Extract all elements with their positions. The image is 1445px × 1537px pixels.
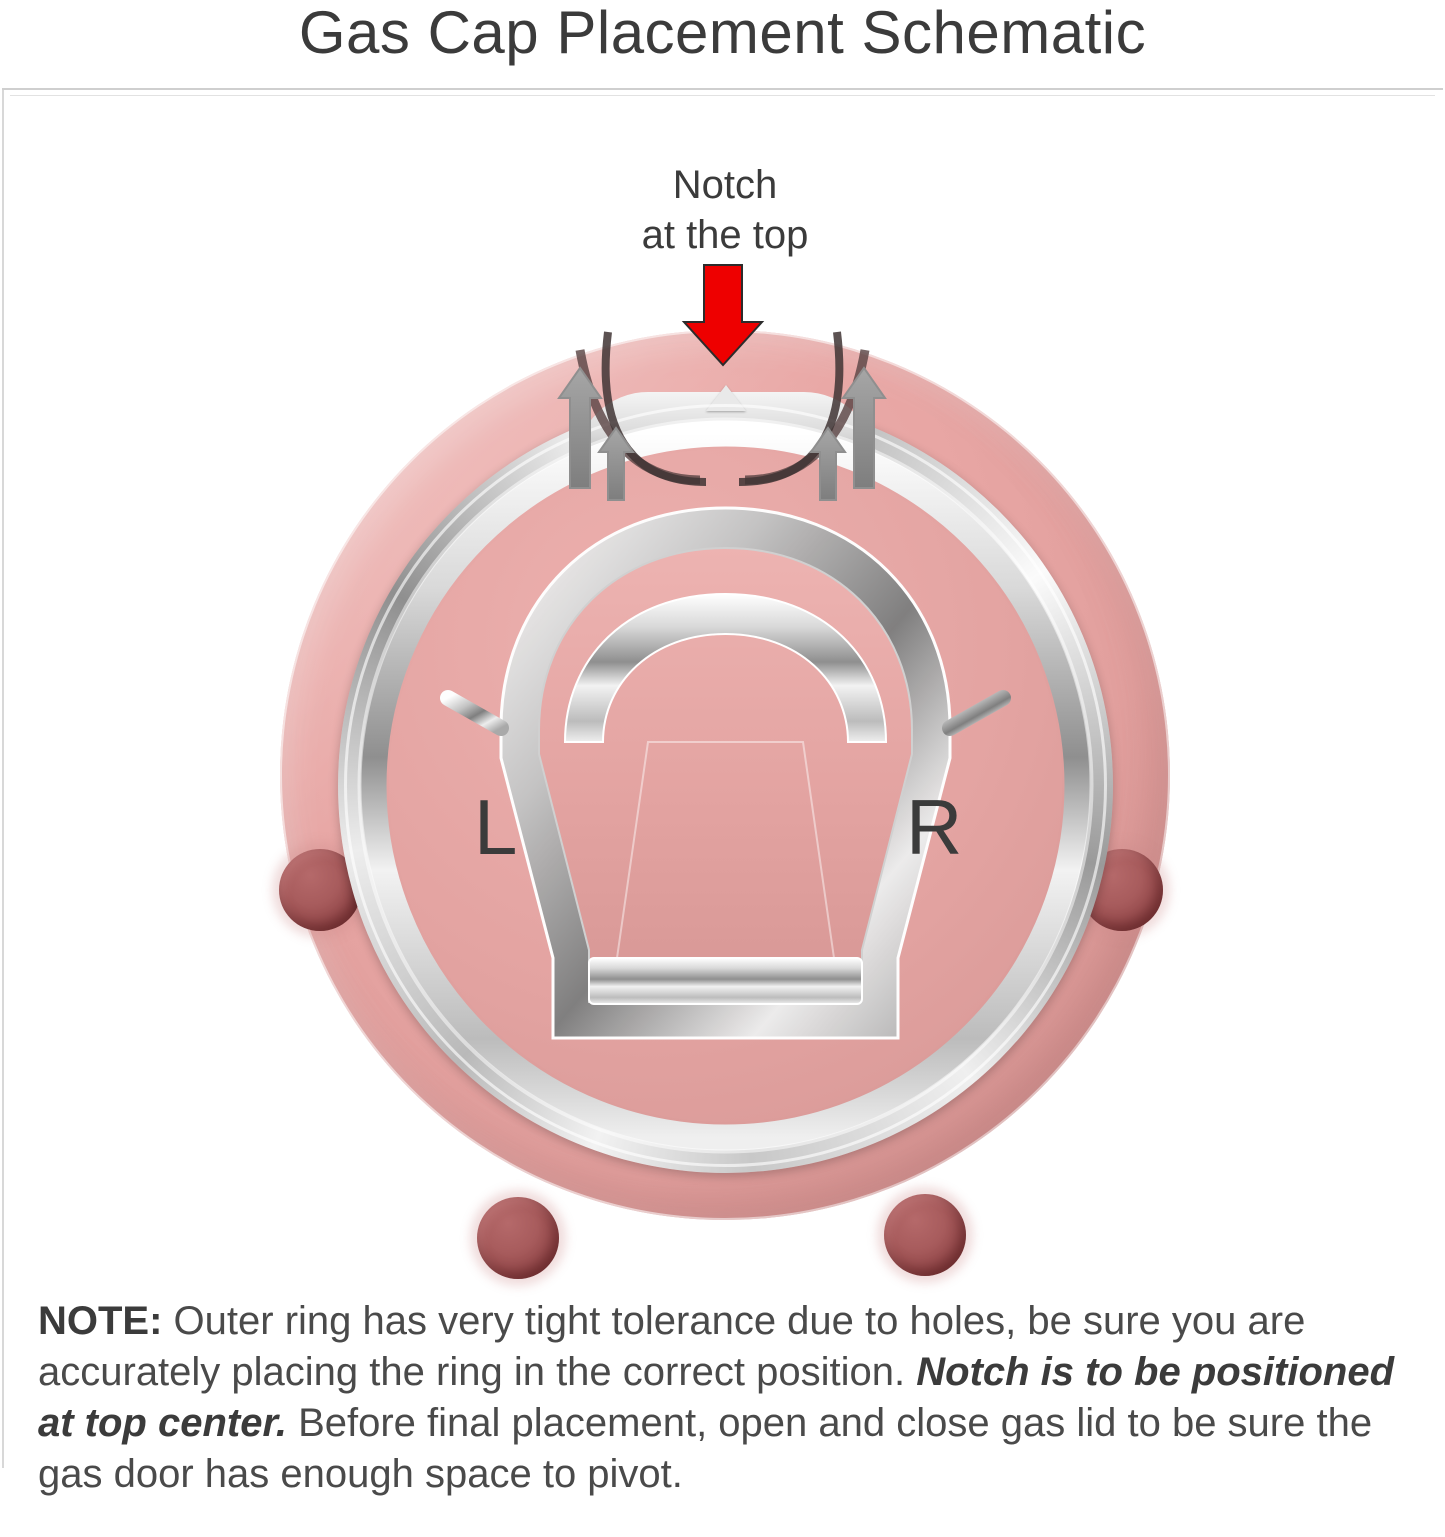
notch-callout-line1: Notch	[672, 163, 778, 207]
keyhole-spoke-right	[942, 690, 1011, 736]
figure-stage: Notch at the top	[0, 100, 1445, 1280]
frame-top-border-inner	[10, 95, 1435, 96]
arrow-up-outer-left	[557, 366, 603, 489]
frame-top-border	[2, 88, 1443, 90]
field-label-left: L	[474, 783, 518, 871]
notch-callout: Notch at the top	[495, 160, 955, 260]
frame-left-border	[2, 88, 4, 1468]
keyhole-insert	[357, 417, 1094, 1154]
keyhole-spoke-left	[440, 690, 509, 736]
notch-pointer-red-arrow	[681, 264, 765, 367]
bolt-hole-bottom-right	[884, 1194, 966, 1276]
arrow-layer	[557, 264, 887, 501]
keyhole-base-bar	[588, 957, 863, 1005]
notch-callout-line2: at the top	[641, 213, 809, 257]
arrow-up-outer-right	[841, 366, 887, 489]
arrow-up-inner-left	[597, 426, 635, 501]
cap-ring-highlight	[344, 404, 1107, 1167]
field-label-right: R	[906, 783, 963, 871]
note-text-part2: Before final placement, open and close g…	[38, 1401, 1373, 1496]
arrow-up-inner-right	[809, 426, 847, 501]
page-title: Gas Cap Placement Schematic	[298, 0, 1147, 66]
keyhole-arch-band	[563, 592, 888, 743]
note-block: NOTE: Outer ring has very tight toleranc…	[38, 1296, 1408, 1500]
note-prefix: NOTE:	[38, 1299, 163, 1343]
note-emphasis: Notch is to be positioned at top center.	[38, 1350, 1395, 1445]
note-text-part1: Outer ring has very tight tolerance due …	[38, 1299, 1306, 1394]
bolt-hole-bottom-left	[477, 1197, 559, 1279]
